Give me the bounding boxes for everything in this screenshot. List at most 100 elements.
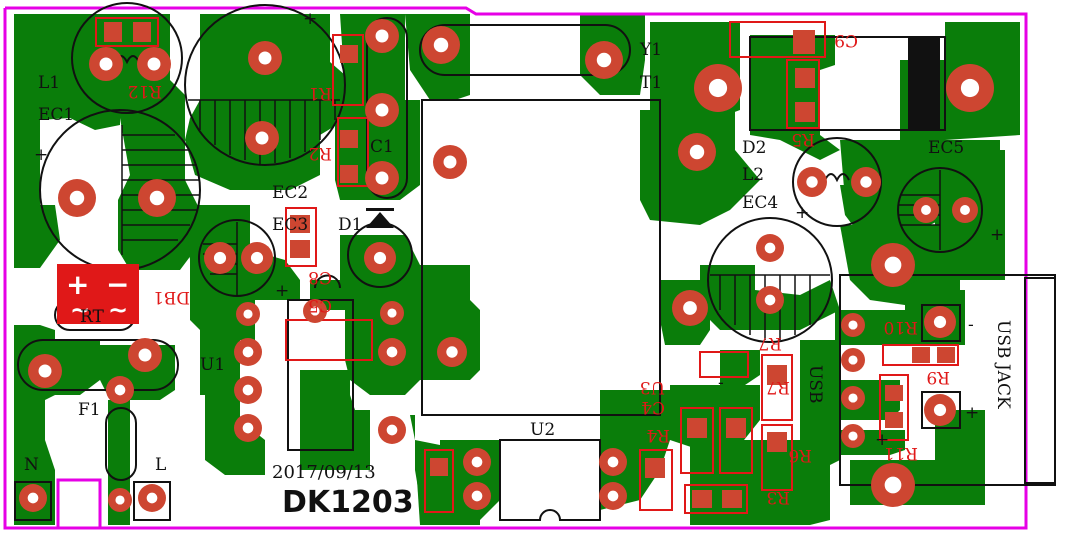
pad-drill-hole <box>708 78 728 98</box>
board-part-number: DK1203 <box>282 485 414 520</box>
u3-pin-minus: - <box>718 373 724 393</box>
label-r11: R11 <box>884 443 918 463</box>
label-r7: R7 <box>766 377 790 397</box>
pad-drill-hole <box>764 242 776 254</box>
pad-drill-hole <box>114 384 126 396</box>
pad-drill-hole <box>806 176 818 188</box>
label-u2: U2 <box>530 420 555 440</box>
label-c1: C1 <box>370 137 394 157</box>
svg-text:~: ~ <box>108 296 128 324</box>
label-ec5: EC5 <box>928 138 964 158</box>
label-f1: F1 <box>78 400 101 420</box>
u3-pin-plus: + <box>875 430 889 450</box>
label-u1: U1 <box>200 355 225 375</box>
label-rt: RT <box>80 307 105 327</box>
pad-drill-hole <box>375 29 389 43</box>
svg-text:+: + <box>66 268 89 301</box>
label-r1: R1 <box>308 83 332 103</box>
pad-drill-hole <box>689 144 705 160</box>
pad-drill-hole <box>242 384 254 396</box>
pad-drill-hole <box>213 251 227 265</box>
solder-pads <box>19 19 994 512</box>
label-db1: DB1 <box>153 287 190 307</box>
label-l2: L2 <box>742 165 764 185</box>
pad-drill-hole <box>471 490 483 502</box>
label-t1: T1 <box>640 73 662 93</box>
usb-minus: - <box>968 315 974 335</box>
d2-cathode-band <box>908 37 940 130</box>
label-usb-jack: USB JACK <box>993 320 1013 409</box>
label-r10: R10 <box>884 317 918 337</box>
pad-drill-hole <box>848 355 858 365</box>
pad-drill-hole <box>607 490 619 502</box>
label-usb: USB <box>805 365 825 403</box>
ec5-plus: + <box>990 225 1004 245</box>
label-c9: C9 <box>834 30 858 50</box>
label-r6: R6 <box>788 445 812 465</box>
label-ec4: EC4 <box>742 193 778 213</box>
label-u3: U3 <box>640 377 665 397</box>
pad-drill-hole <box>69 190 85 206</box>
pad-drill-hole <box>27 492 39 504</box>
board-date: 2017/09/13 <box>272 462 376 483</box>
label-c8: C8 <box>308 267 332 287</box>
pad-drill-hole <box>243 309 253 319</box>
label-c5: C5 <box>308 295 332 315</box>
label-y1: Y1 <box>639 40 662 60</box>
pad-drill-hole <box>386 424 398 436</box>
label-l1: L1 <box>38 73 60 93</box>
smd-pads <box>104 22 955 508</box>
label-ec3: EC3 <box>272 215 308 235</box>
pad-drill-hole <box>764 294 776 306</box>
label-d1: D1 <box>338 215 362 235</box>
pad-drill-hole <box>960 205 970 215</box>
label-r2: R2 <box>308 143 332 163</box>
label-l: L <box>155 455 166 475</box>
label-ec2: EC2 <box>272 183 308 203</box>
pad-drill-hole <box>255 131 269 145</box>
pad-drill-hole <box>848 393 858 403</box>
pad-drill-hole <box>607 456 619 468</box>
pad-drill-hole <box>848 320 858 330</box>
label-n: N <box>24 455 39 475</box>
pad-drill-hole <box>147 57 161 71</box>
rt-symbols: + − ~ ~ <box>66 268 129 324</box>
pad-drill-hole <box>375 103 389 117</box>
pad-drill-hole <box>960 78 980 98</box>
pad-drill-hole <box>884 256 902 274</box>
pad-drill-hole <box>933 315 947 329</box>
pad-drill-hole <box>860 176 872 188</box>
rt-bottom-fill <box>58 265 138 323</box>
pad-drill-hole <box>848 431 858 441</box>
svg-text:~: ~ <box>70 296 90 324</box>
pad-drill-hole <box>146 492 158 504</box>
pad-drill-hole <box>138 348 152 362</box>
ec3-plus: + <box>275 281 289 301</box>
pad-drill-hole <box>242 422 254 434</box>
pad-drill-hole <box>310 306 320 316</box>
label-d2: D2 <box>742 138 766 158</box>
pad-drill-hole <box>99 57 113 71</box>
label-ec1: EC1 <box>38 105 74 125</box>
pad-drill-hole <box>884 476 902 494</box>
bottom-layer-footprints <box>57 17 959 514</box>
svg-text:−: − <box>106 268 129 301</box>
ec1-plus: + <box>34 145 48 165</box>
pad-drill-hole <box>115 495 125 505</box>
pad-drill-hole <box>446 346 458 358</box>
pad-drill-hole <box>433 37 449 53</box>
silkscreen-labels: L1 EC1 + + C1 EC2 EC3 D1 + RT U1 F1 N L … <box>24 9 1013 520</box>
pad-drill-hole <box>250 251 264 265</box>
label-r3: R3 <box>766 487 790 507</box>
pad-drill-hole <box>471 456 483 468</box>
board-outline <box>3 6 1028 530</box>
pad-drill-hole <box>258 51 272 65</box>
pad-drill-hole <box>242 346 254 358</box>
pad-drill-hole <box>38 364 52 378</box>
d1-diode-symbol <box>366 208 394 228</box>
label-r9: R9 <box>926 367 950 387</box>
pad-drill-hole <box>596 52 612 68</box>
copper-layer <box>14 14 1020 525</box>
label-r5: R5 <box>791 129 815 149</box>
